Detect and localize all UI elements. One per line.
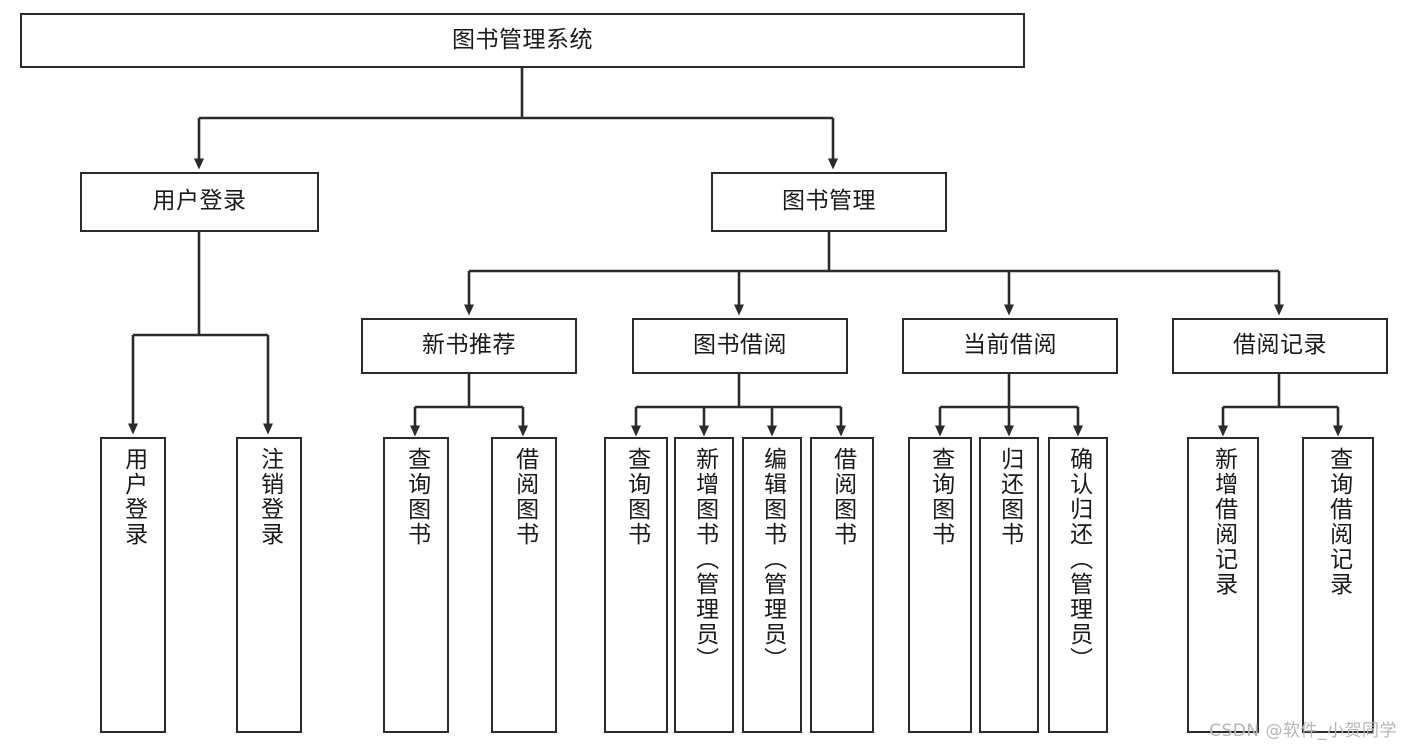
node-leaf-query-book-current[interactable]: 查询图书 <box>908 437 972 733</box>
node-book-borrow[interactable]: 图书借阅 <box>632 318 848 374</box>
node-label: 新增图书（管理员） <box>691 447 718 672</box>
node-user-login[interactable]: 用户登录 <box>80 172 319 232</box>
node-label: 归还图书 <box>996 447 1023 547</box>
node-label: 图书管理系统 <box>452 26 593 53</box>
node-label: 借阅记录 <box>1233 332 1327 359</box>
node-label: 查询图书 <box>623 447 650 547</box>
node-label: 新增借阅记录 <box>1210 447 1237 597</box>
node-book-management[interactable]: 图书管理 <box>711 172 947 232</box>
node-label: 当前借阅 <box>963 332 1057 359</box>
node-label: 用户登录 <box>152 188 247 215</box>
node-leaf-add-borrow-record[interactable]: 新增借阅记录 <box>1187 437 1259 733</box>
node-label: 查询图书 <box>403 447 430 547</box>
node-label: 用户登录 <box>120 447 147 547</box>
node-leaf-user-login[interactable]: 用户登录 <box>100 437 166 733</box>
node-leaf-return-book[interactable]: 归还图书 <box>979 437 1039 733</box>
node-leaf-query-book-borrow[interactable]: 查询图书 <box>604 437 668 733</box>
node-leaf-query-book-recommend[interactable]: 查询图书 <box>383 437 449 733</box>
node-label: 查询借阅记录 <box>1325 447 1352 597</box>
node-leaf-borrow-book[interactable]: 借阅图书 <box>810 437 874 733</box>
node-label: 图书借阅 <box>693 332 787 359</box>
node-root-book-management-system[interactable]: 图书管理系统 <box>20 13 1025 68</box>
node-label: 借阅图书 <box>511 447 538 547</box>
node-label: 借阅图书 <box>829 447 856 547</box>
node-label: 查询图书 <box>927 447 954 547</box>
node-label: 注销登录 <box>256 447 283 547</box>
node-leaf-borrow-book-recommend[interactable]: 借阅图书 <box>491 437 557 733</box>
node-borrow-record[interactable]: 借阅记录 <box>1172 318 1388 374</box>
node-leaf-edit-book-admin[interactable]: 编辑图书（管理员） <box>742 437 802 733</box>
node-label: 确认归还（管理员） <box>1065 447 1092 672</box>
node-current-borrow[interactable]: 当前借阅 <box>902 318 1118 374</box>
node-leaf-query-borrow-record[interactable]: 查询借阅记录 <box>1302 437 1374 733</box>
node-leaf-logout[interactable]: 注销登录 <box>236 437 302 733</box>
node-label: 图书管理 <box>782 188 876 215</box>
node-label: 编辑图书（管理员） <box>759 447 786 672</box>
node-label: 新书推荐 <box>422 332 516 359</box>
node-leaf-add-book-admin[interactable]: 新增图书（管理员） <box>674 437 734 733</box>
node-leaf-confirm-return-admin[interactable]: 确认归还（管理员） <box>1048 437 1108 733</box>
node-new-book-recommend[interactable]: 新书推荐 <box>361 318 577 374</box>
